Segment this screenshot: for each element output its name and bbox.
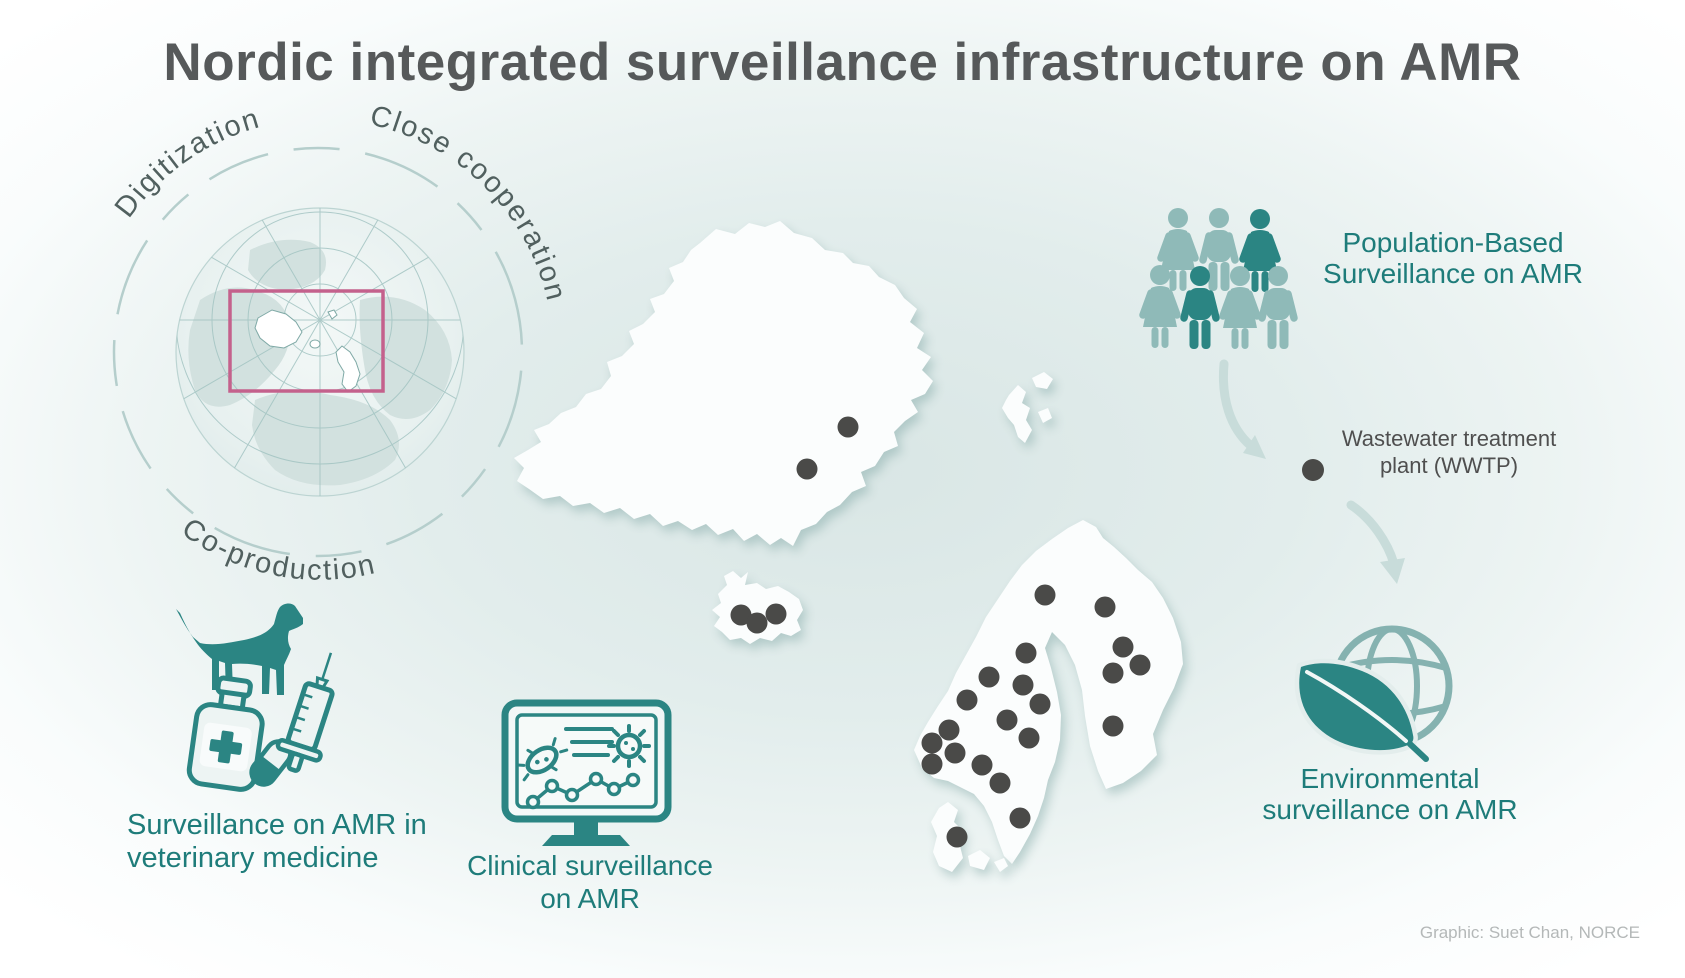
syringe-icon <box>275 652 335 773</box>
medicine-bottle-icon <box>186 675 265 792</box>
scandinavia-sampling-dot <box>1018 727 1040 749</box>
scandinavia-sampling-dot <box>971 754 993 776</box>
sampling-dots-layer <box>730 416 1324 848</box>
wwtp-sampling-dot <box>1302 459 1324 481</box>
label-line: Surveillance on AMR in <box>127 809 427 841</box>
polar-globe: Digitization Close cooperation Co-produc… <box>109 100 570 587</box>
flow-arrows <box>1218 359 1405 584</box>
monitor-pathogens-icon <box>501 699 672 846</box>
globe-leaf-icon <box>1294 625 1453 762</box>
greenland-map <box>514 221 933 546</box>
population-surveillance-label: Population-Based Surveillance on AMR <box>1303 227 1603 290</box>
dashed-orbit-ring <box>112 146 524 558</box>
dog-and-medicine-icon <box>176 603 335 792</box>
iceland-sampling-dot <box>730 604 752 626</box>
arrowhead-icon <box>1243 435 1266 459</box>
label-line: Wastewater treatment <box>1341 426 1557 451</box>
trend-chart-icon <box>525 771 641 810</box>
scandinavia-sampling-dot <box>946 826 968 848</box>
scandinavia-sampling-dot <box>1012 674 1034 696</box>
greenland-sampling-dot <box>796 458 818 480</box>
nordic-region-highlight <box>228 289 385 393</box>
bacteria-icon <box>515 737 569 782</box>
scandinavia-sampling-dot <box>1015 642 1037 664</box>
globe-graticule <box>176 208 464 496</box>
arrow-population-to-wwtp <box>1218 359 1256 451</box>
scandinavia-map <box>914 520 1183 864</box>
globe-label-co-production: Co-production <box>176 512 379 587</box>
scandinavia-sampling-dot <box>1102 662 1124 684</box>
scandinavia-sampling-dot <box>996 709 1018 731</box>
label-line: Surveillance on AMR <box>1323 257 1583 289</box>
greenland-sampling-dot <box>837 416 859 438</box>
scandinavia-sampling-dot <box>1009 807 1031 829</box>
scandinavia-sampling-dot <box>944 742 966 764</box>
label-line: Clinical surveillance <box>467 850 713 881</box>
report-lines-icon <box>564 727 614 757</box>
label-line: plant (WWTP) <box>1379 452 1519 478</box>
globe-nordic-shapes <box>254 309 361 393</box>
label-line: on AMR <box>540 882 640 914</box>
scandinavia-sampling-dot <box>1034 584 1056 606</box>
arrow-wwtp-to-environment <box>1346 500 1399 569</box>
page-title: Nordic integrated surveillance infrastru… <box>163 33 1522 92</box>
iceland-map <box>712 571 803 644</box>
scandinavia-sampling-dot <box>1129 654 1151 676</box>
scandinavia-sampling-dot <box>989 772 1011 794</box>
label-line: Environmental <box>1300 763 1480 794</box>
people-group-icon <box>1143 208 1294 349</box>
scandinavia-sampling-dot <box>921 753 943 775</box>
veterinary-surveillance-label: Surveillance on AMR in veterinary medici… <box>127 809 467 875</box>
label-line: surveillance on AMR <box>1262 794 1518 826</box>
dog-icon <box>176 603 303 695</box>
virus-icon <box>607 724 651 768</box>
label-line: veterinary medicine <box>127 842 379 875</box>
iceland-sampling-dot <box>765 603 787 625</box>
label-line: Population-Based <box>1342 227 1564 258</box>
scandinavia-sampling-dot <box>1094 596 1116 618</box>
iceland-sampling-dot <box>746 612 768 634</box>
scandinavia-sampling-dot <box>921 732 943 754</box>
scandinavia-sampling-dot <box>1102 715 1124 737</box>
graphic-credit: Graphic: Suet Chan, NORCE <box>1419 923 1640 942</box>
svalbard-map <box>1002 372 1053 443</box>
clinical-surveillance-label: Clinical surveillance on AMR <box>440 850 740 916</box>
arrowhead-icon <box>1380 558 1405 584</box>
wastewater-plant-label: Wastewater treatment plant (WWTP) <box>1299 426 1599 480</box>
scandinavia-sampling-dot <box>1029 693 1051 715</box>
scandinavia-sampling-dot <box>938 719 960 741</box>
environmental-surveillance-label: Environmental surveillance on AMR <box>1240 763 1540 826</box>
scandinavia-sampling-dot <box>978 666 1000 688</box>
scandinavia-sampling-dot <box>1112 636 1134 658</box>
scandinavia-sampling-dot <box>956 689 978 711</box>
